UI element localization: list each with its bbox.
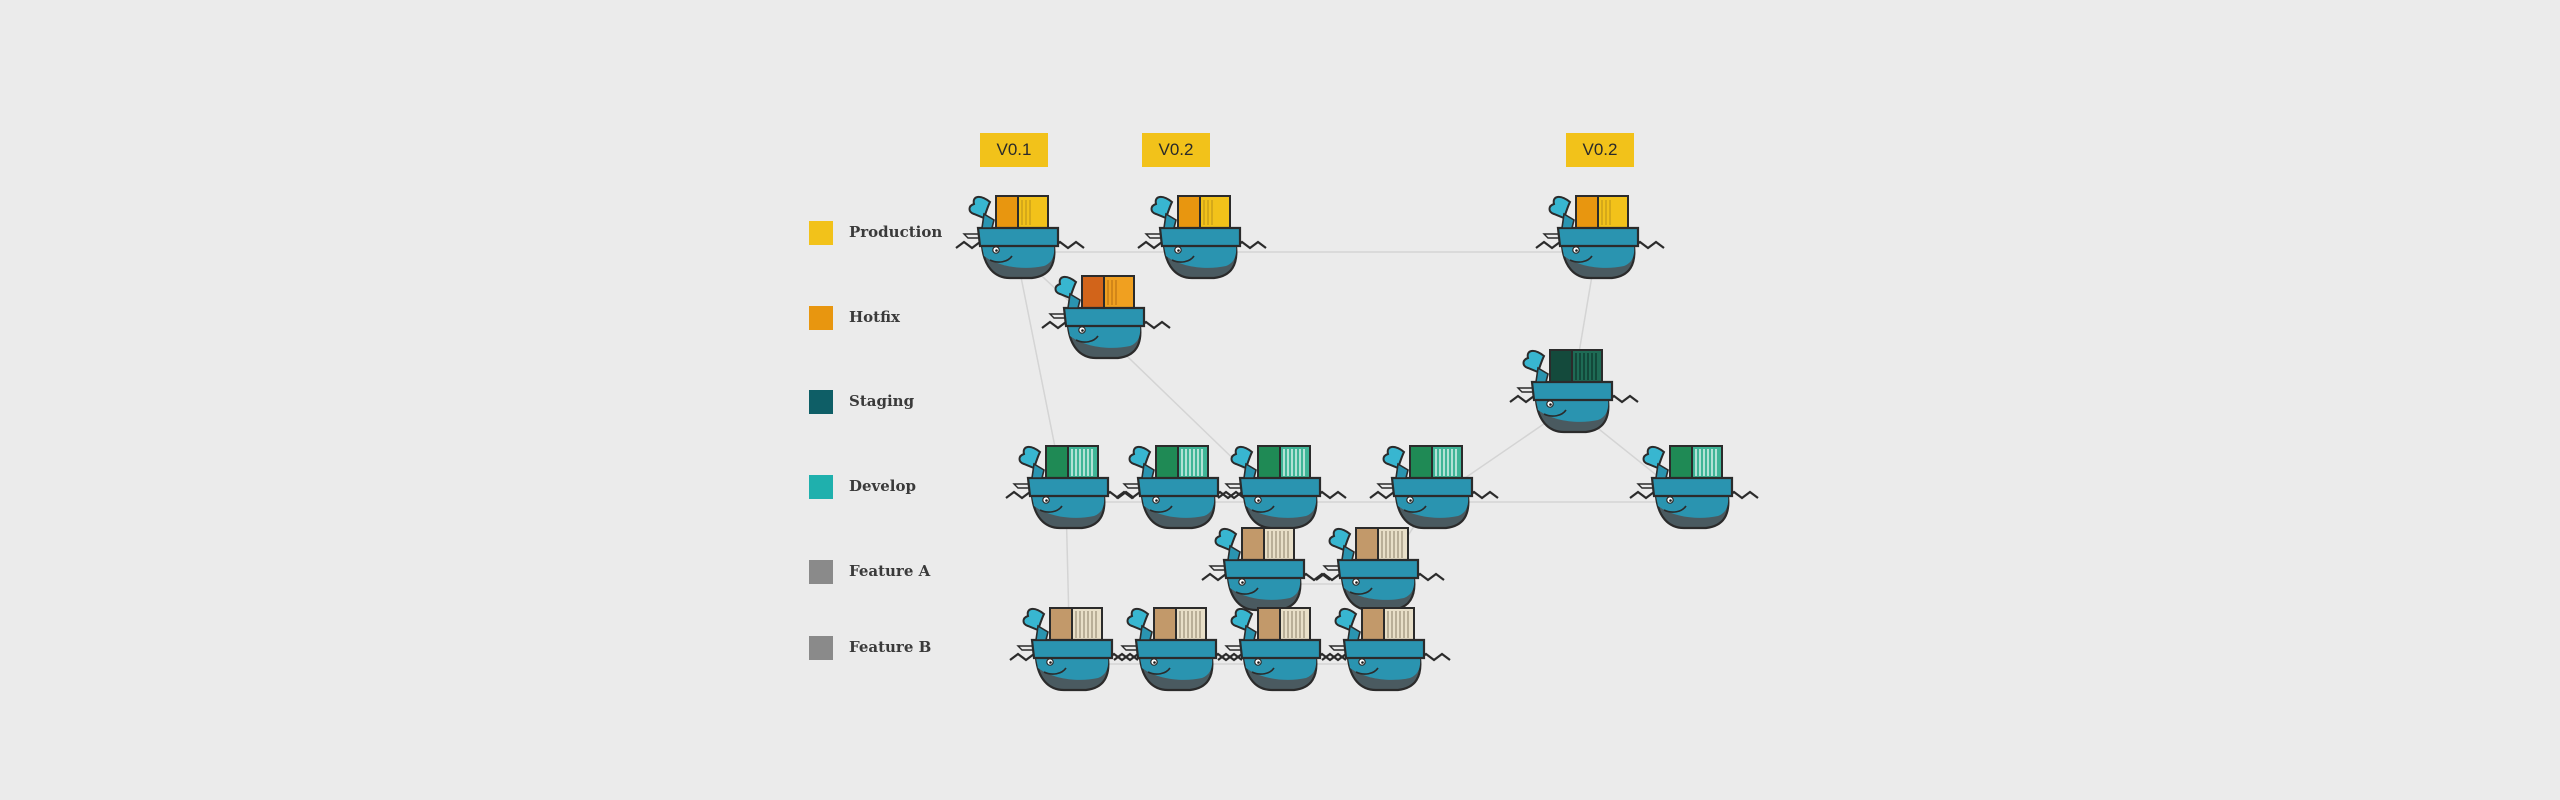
feature-container-icon	[1355, 527, 1409, 561]
whale-node-dev3	[1216, 445, 1348, 530]
production-container-icon	[1575, 195, 1629, 229]
legend-label-hotfix: Hotfix	[849, 308, 900, 326]
whale-node-prod2	[1136, 195, 1268, 280]
feature-a-swatch	[809, 560, 833, 584]
develop-container-icon	[1669, 445, 1723, 479]
whale-node-featB3	[1216, 607, 1348, 692]
whale-node-featB4	[1320, 607, 1452, 692]
version-tag-v0-1: V0.1	[980, 133, 1048, 167]
staging-container-icon	[1549, 349, 1603, 383]
hotfix-swatch	[809, 306, 833, 330]
whale-node-featB2	[1112, 607, 1244, 692]
whale-node-featA2	[1314, 527, 1446, 612]
whale-node-prod1	[954, 195, 1086, 280]
whale-node-dev1	[1004, 445, 1136, 530]
develop-container-icon	[1155, 445, 1209, 479]
version-tag-v0-2: V0.2	[1142, 133, 1210, 167]
develop-container-icon	[1257, 445, 1311, 479]
whale-node-staging1	[1508, 349, 1640, 434]
staging-swatch	[809, 390, 833, 414]
whale-node-dev5	[1628, 445, 1760, 530]
hotfix-container-icon	[1081, 275, 1135, 309]
feature-container-icon	[1049, 607, 1103, 641]
develop-swatch	[809, 475, 833, 499]
legend-label-feature-a: Feature A	[849, 562, 931, 580]
production-container-icon	[995, 195, 1049, 229]
feature-container-icon	[1153, 607, 1207, 641]
production-swatch	[809, 221, 833, 245]
legend-label-production: Production	[849, 223, 943, 241]
whale-node-dev4	[1368, 445, 1500, 530]
feature-container-icon	[1361, 607, 1415, 641]
whale-node-hotfix1	[1040, 275, 1172, 360]
legend-label-staging: Staging	[849, 392, 915, 410]
feature-container-icon	[1241, 527, 1295, 561]
whale-node-dev2	[1114, 445, 1246, 530]
develop-container-icon	[1409, 445, 1463, 479]
production-container-icon	[1177, 195, 1231, 229]
develop-container-icon	[1045, 445, 1099, 479]
feature-container-icon	[1257, 607, 1311, 641]
whale-node-prod3	[1534, 195, 1666, 280]
feature-b-swatch	[809, 636, 833, 660]
whale-node-layer	[954, 195, 1760, 692]
version-tag-v0-2-release: V0.2	[1566, 133, 1634, 167]
legend-label-develop: Develop	[849, 477, 917, 495]
whale-node-featA1	[1200, 527, 1332, 612]
legend-label-feature-b: Feature B	[849, 638, 932, 656]
whale-node-featB1	[1008, 607, 1140, 692]
